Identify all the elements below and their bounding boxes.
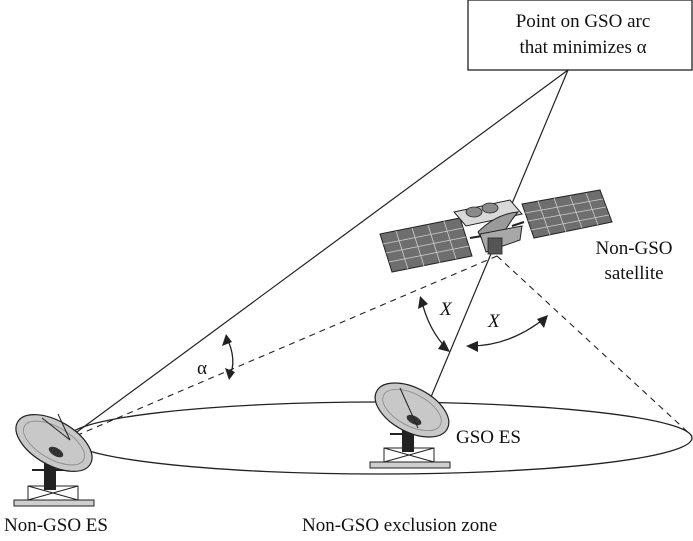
gso-es-label: GSO ES	[456, 427, 521, 448]
callout-box	[467, 0, 693, 71]
x-left-label: X	[440, 299, 452, 320]
callout-line-2: that minimizes α	[519, 37, 647, 58]
alpha-arrow-top	[222, 334, 232, 346]
non-gso-es-antenna-icon	[13, 413, 95, 507]
alpha-arrow-bottom	[225, 368, 235, 380]
x-right-arrow-left	[466, 341, 478, 352]
satellite-label-line-2: satellite	[604, 263, 664, 284]
x-right-arc	[469, 317, 546, 347]
callout-line-1: Point on GSO arc	[515, 11, 651, 32]
x-right-arrow-right	[537, 315, 548, 328]
dashed-line-sat-to-zone-edge	[496, 255, 693, 437]
non-gso-es-label: Non-GSO ES	[4, 515, 108, 536]
x-left-arrow-top	[418, 296, 428, 309]
satellite-label-line-1: Non-GSO	[595, 238, 673, 259]
dashed-line-sat-to-non-gso-es	[65, 255, 498, 441]
line-es-to-gso-point	[65, 69, 569, 441]
satellite-icon	[379, 189, 613, 273]
x-right-label: X	[488, 311, 500, 332]
alpha-label: α	[197, 358, 207, 379]
exclusion-zone-label: Non-GSO exclusion zone	[302, 515, 498, 536]
gso-es-antenna-icon	[369, 382, 451, 469]
x-left-arrow-bottom	[438, 340, 450, 352]
